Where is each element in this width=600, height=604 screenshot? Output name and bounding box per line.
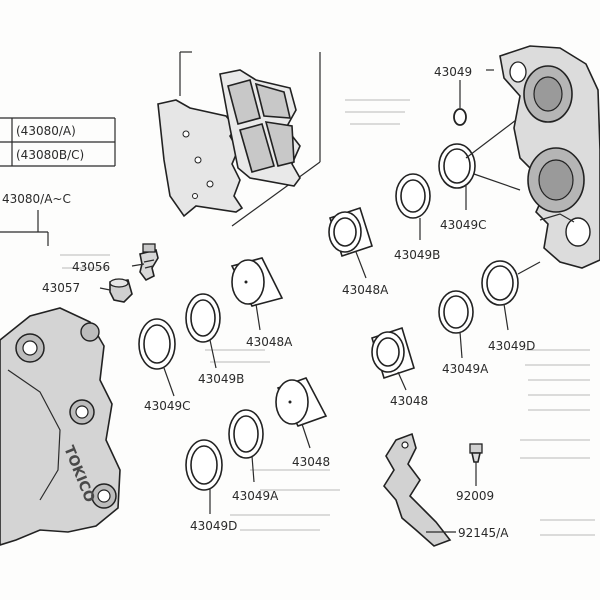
caliper-half-left: TOKICO <box>0 307 121 546</box>
bleeder-valve <box>139 243 159 282</box>
mounting-bolt <box>469 443 483 463</box>
callout-43049c-left: 43049C <box>144 399 191 413</box>
left-seal-pistons <box>138 257 328 491</box>
caliper-half-right <box>499 45 600 269</box>
callout-43049a-left: 43049A <box>232 489 279 503</box>
right-seal-pistons <box>328 143 519 380</box>
callout-92009: 92009 <box>456 489 494 503</box>
callout-43049c: 43049C <box>440 218 487 232</box>
callout-43056: 43056 <box>72 260 110 274</box>
background-faint-lines <box>60 99 595 536</box>
assembly-label: 43080/A~C <box>2 192 71 206</box>
callout-43049a: 43049A <box>442 362 489 376</box>
callout-43049d: 43049D <box>488 339 535 353</box>
part-code-table: (43080/A) (43080B/C) 43080/A~C <box>0 117 116 206</box>
callout-43049b: 43049B <box>394 248 440 262</box>
table-row-code: (43080/A) <box>16 124 76 138</box>
callout-labels: 43049 43049C 43049B 43048A 43049D 43049A… <box>42 65 535 540</box>
table-row-code: (43080B/C) <box>16 148 84 162</box>
callout-43049: 43049 <box>434 65 472 79</box>
callout-92145a: 92145/A <box>458 526 509 540</box>
callout-43048a-left: 43048A <box>246 335 293 349</box>
brake-pad-set <box>157 69 301 218</box>
callout-43048a: 43048A <box>342 283 389 297</box>
callout-43057: 43057 <box>42 281 80 295</box>
mounting-bracket <box>383 432 452 547</box>
callout-43049b-left: 43049B <box>198 372 244 386</box>
callout-43048-left: 43048 <box>292 455 330 469</box>
callout-43048: 43048 <box>390 394 428 408</box>
bleeder-cap <box>109 278 133 303</box>
frame-lines <box>0 51 321 246</box>
seal-washer <box>453 108 467 126</box>
callout-43049d-left: 43049D <box>190 519 237 533</box>
leader-lines <box>99 69 541 533</box>
